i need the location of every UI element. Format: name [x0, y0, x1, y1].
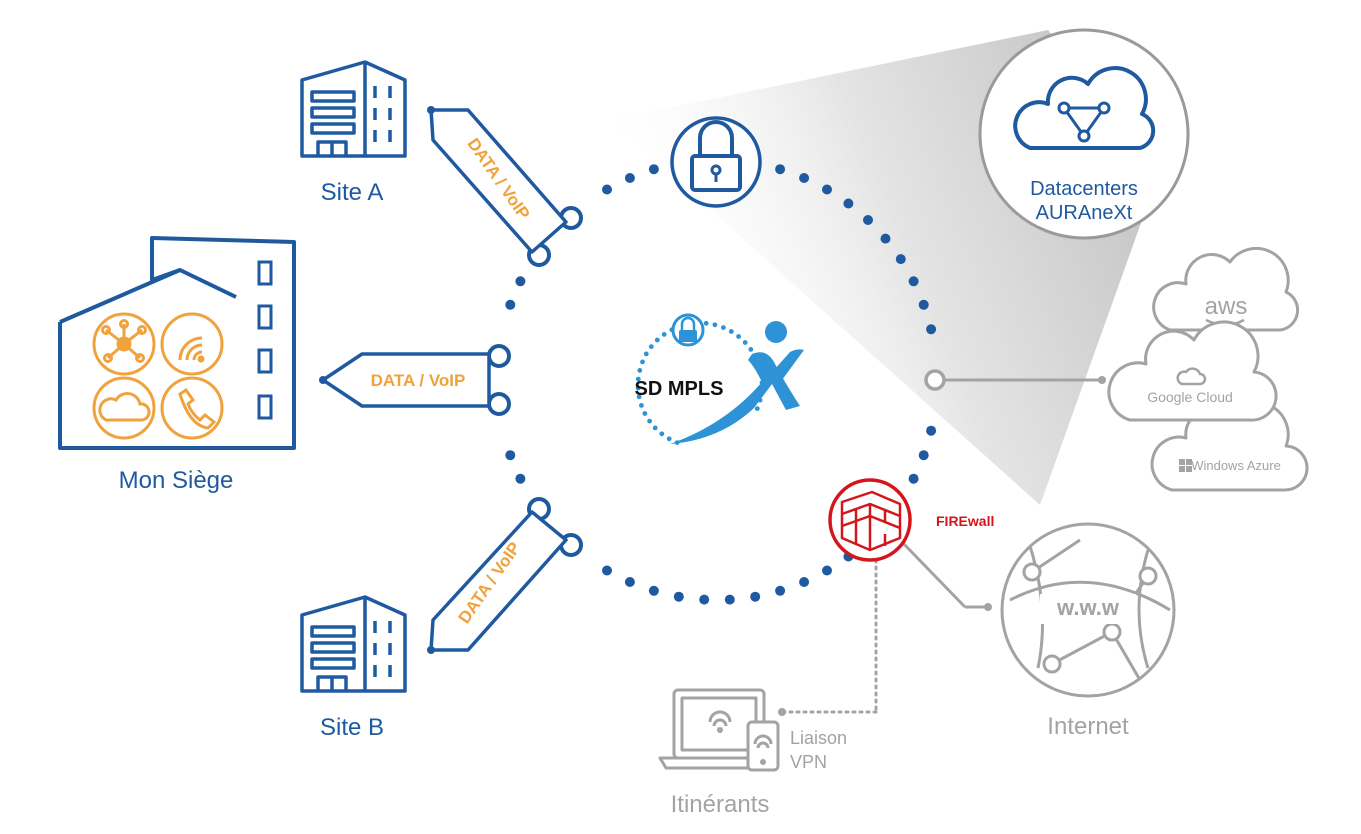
ring-dot — [505, 450, 516, 461]
ring-dot — [775, 164, 786, 175]
logo-dot — [654, 337, 660, 343]
ring-dot — [515, 276, 526, 287]
hub-title: SD MPLS — [635, 378, 724, 400]
sd-mpls-logo — [635, 313, 804, 445]
phone-icon — [178, 387, 217, 430]
logo-dot — [652, 425, 658, 431]
ring-dot — [863, 215, 873, 225]
ring-dot — [602, 184, 612, 195]
ring-dot — [775, 585, 786, 596]
ring-dot — [822, 184, 832, 195]
ring-connectors — [487, 206, 583, 557]
ring-dot — [895, 254, 906, 265]
logo-dot — [648, 344, 654, 349]
ring-dot — [822, 565, 832, 576]
firewall-icon — [828, 478, 912, 562]
vpn-label-line1: Liaison — [790, 728, 847, 748]
ring-dot — [908, 473, 919, 484]
logo-dot — [742, 340, 748, 345]
logo-dot — [642, 411, 648, 416]
logo-dot — [659, 431, 665, 437]
wifi-icon — [178, 336, 205, 363]
logo-dot — [637, 368, 643, 373]
logo-dot — [661, 332, 667, 337]
hq-port-2 — [487, 392, 511, 416]
internet-link — [898, 538, 967, 609]
site-a-link-tag: DATA / VoIP — [427, 106, 568, 254]
logo-dot — [728, 329, 734, 334]
hq-link-tag: DATA / VoIP — [319, 352, 491, 408]
logo-dot — [640, 359, 645, 365]
internet-label: Internet — [1047, 713, 1129, 740]
ring-dot — [602, 565, 612, 576]
ring-dot — [515, 473, 526, 484]
site-b-label: Site B — [320, 714, 384, 741]
ring-dot — [926, 425, 937, 436]
logo-dot — [703, 320, 709, 326]
site-a-building-icon — [300, 60, 407, 158]
cloud-port — [924, 369, 946, 391]
cloud-icon — [98, 392, 151, 422]
datacenter-node: Datacenters AURAneXt — [978, 28, 1190, 240]
logo-dot — [666, 436, 672, 442]
google-cloud-label: Google Cloud — [1147, 389, 1233, 405]
ring-dot — [699, 594, 710, 605]
aws-cloud: aws — [1152, 246, 1300, 332]
ring-dot — [648, 164, 659, 175]
logo-dot — [643, 351, 649, 357]
internet-globe-icon — [1000, 522, 1176, 698]
logo-dot — [754, 406, 760, 411]
ring-dot — [648, 585, 659, 596]
ring-dot — [624, 577, 635, 587]
itinerants-label: Itinérants — [671, 791, 770, 818]
windows-icon — [1179, 459, 1192, 472]
site-a-label: Site A — [321, 179, 384, 206]
ring-dot — [918, 450, 929, 461]
ring-dot — [926, 324, 937, 335]
ring-dot — [799, 173, 810, 183]
firewall-label: FIREwall — [936, 513, 994, 529]
hq-port-1 — [487, 344, 511, 368]
aws-label: aws — [1205, 293, 1248, 320]
ring-dot — [918, 299, 929, 310]
ring-dot — [673, 591, 684, 602]
azure-label: Windows Azure — [1191, 458, 1281, 473]
ring-dot — [750, 591, 761, 602]
logo-dot — [721, 325, 726, 330]
logo-dot — [736, 334, 741, 339]
phone-device-icon — [746, 720, 780, 772]
lock-icon — [670, 116, 762, 208]
logo-dot — [636, 394, 642, 400]
internet-globe-text: w.w.w — [1056, 595, 1120, 620]
headquarters-label: Mon Siège — [119, 467, 234, 494]
datacenter-label-line2: AURAneXt — [1036, 202, 1133, 224]
logo-dot — [748, 347, 754, 352]
ring-dot — [724, 594, 735, 605]
ring-dot — [880, 233, 891, 244]
hq-link-label: DATA / VoIP — [371, 371, 466, 390]
ring-dot — [505, 299, 516, 310]
logo-dot — [635, 376, 641, 382]
ring-dot — [843, 198, 854, 209]
google-cloud: Google Cloud — [1107, 320, 1278, 422]
ring-dot — [908, 276, 919, 287]
site-b-building-icon — [300, 595, 407, 693]
logo-dot — [647, 418, 652, 424]
google-cloud-icon — [1176, 367, 1207, 386]
headquarters-building-icon — [58, 236, 296, 450]
datacenter-cloud-icon — [1013, 66, 1156, 150]
ring-dot — [799, 577, 810, 587]
logo-dot — [639, 403, 644, 408]
logo-dot — [635, 385, 641, 391]
vpn-label-line2: VPN — [790, 752, 827, 772]
logo-dot — [712, 322, 718, 328]
ring-dot — [624, 173, 635, 183]
site-b-link-tag: DATA / VoIP — [427, 510, 568, 654]
datacenter-label-line1: Datacenters — [1030, 178, 1138, 200]
